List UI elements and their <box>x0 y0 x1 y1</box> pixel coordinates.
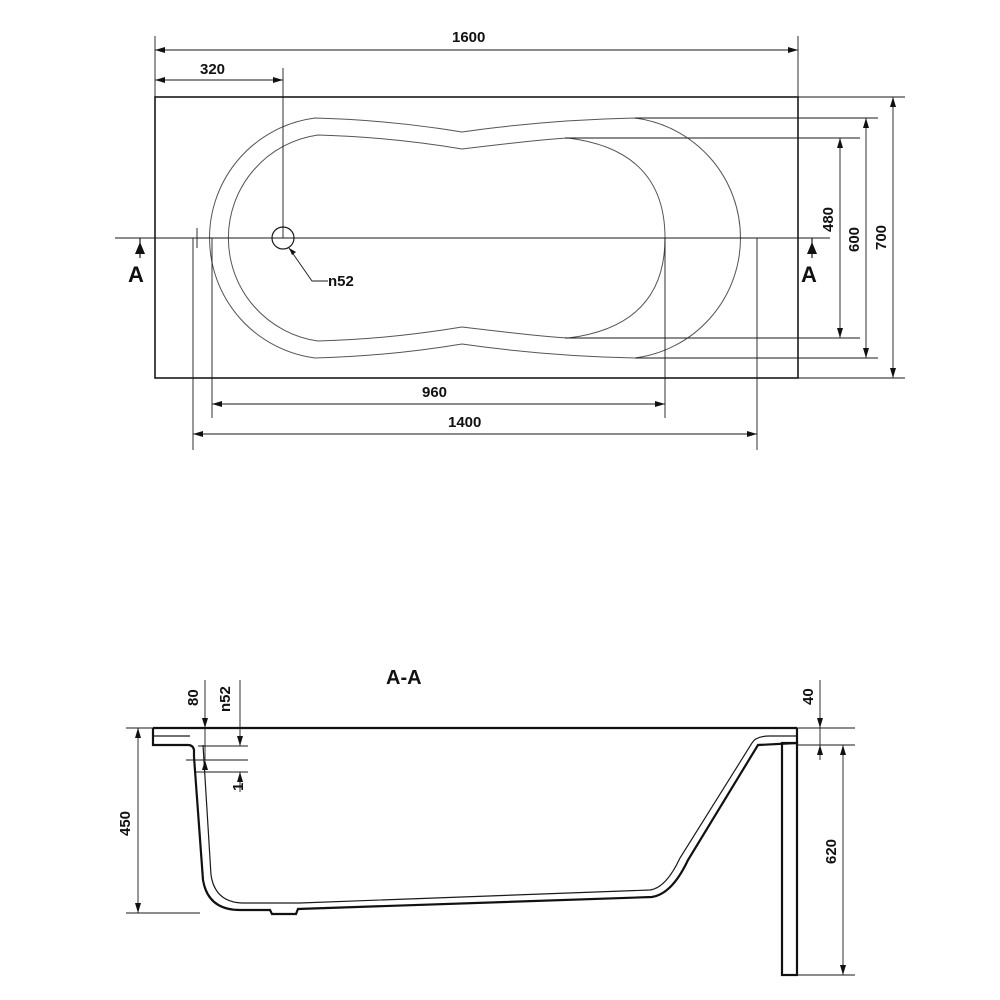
drain-leader-line <box>288 247 328 282</box>
section-marker-left-label: A <box>128 262 144 287</box>
dimension-1600: 1600 <box>154 29 799 97</box>
dimension-n52-label: n52 <box>217 686 234 712</box>
dimension-80-label: 80 <box>185 689 202 706</box>
dimension-1: 1 <box>230 772 247 792</box>
dimension-1400: 1400 <box>192 238 758 450</box>
dimension-620: 620 <box>797 745 855 976</box>
dimension-40-label: 40 <box>800 688 817 705</box>
section-view: A-A 80 n52 <box>117 667 855 977</box>
dimension-960-label: 960 <box>422 384 447 401</box>
plan-view: n52 A A 1600 320 <box>115 29 905 450</box>
dimension-600: 600 <box>635 117 878 359</box>
dimension-480-label: 480 <box>820 207 837 232</box>
drain-circle <box>271 226 295 250</box>
dimension-700-label: 700 <box>873 225 890 250</box>
dimension-450: 450 <box>117 727 200 914</box>
dimension-960: 960 <box>211 238 666 418</box>
section-title: A-A <box>386 667 422 689</box>
tub-outer-outline <box>154 96 799 379</box>
section-tub-outer-wall <box>192 741 798 916</box>
dimension-80: 80 <box>185 680 208 770</box>
dimension-480: 480 <box>565 137 860 339</box>
section-support-leg <box>780 741 799 977</box>
dimension-620-label: 620 <box>823 839 840 864</box>
drain-leader-arrow <box>289 248 296 255</box>
section-marker-left: A <box>128 238 145 287</box>
dimension-320-label: 320 <box>200 61 225 78</box>
dimension-1400-label: 1400 <box>448 414 481 431</box>
dimension-320: 320 <box>155 61 283 83</box>
section-marker-right-label: A <box>801 262 817 287</box>
dimension-n52: n52 <box>217 680 243 746</box>
bowl-inner-contour <box>227 134 666 342</box>
section-tub-inner-wall <box>202 735 797 904</box>
dimension-600-label: 600 <box>846 227 863 252</box>
dimension-1600-label: 1600 <box>452 29 485 46</box>
dimension-700: 700 <box>798 96 905 379</box>
dimension-1-label: 1 <box>230 783 247 791</box>
dimension-450-label: 450 <box>117 811 134 836</box>
section-marker-right: A <box>801 238 817 287</box>
dimension-40: 40 <box>797 680 855 760</box>
section-left-rim <box>151 728 196 757</box>
drain-label: n52 <box>328 273 354 290</box>
